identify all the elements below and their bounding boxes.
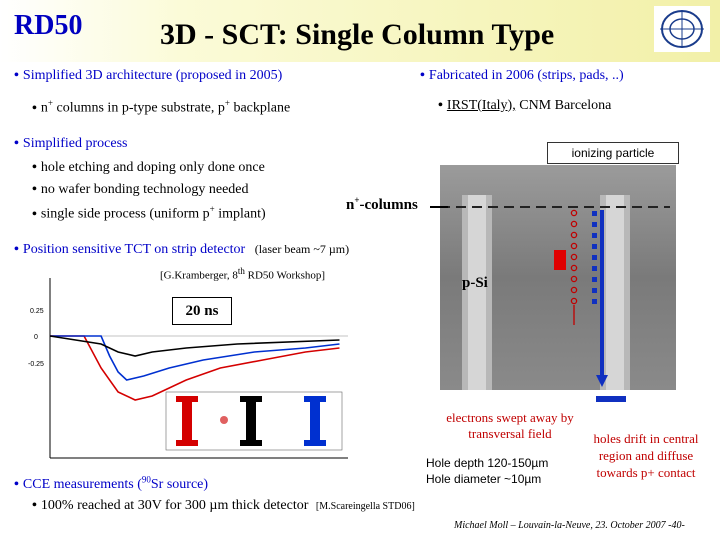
- black-strip-icon: [240, 396, 262, 446]
- ionizing-particle-box: ionizing particle: [547, 142, 679, 164]
- time-scale-box: 20 ns: [172, 297, 232, 325]
- column-diagram: [440, 195, 670, 390]
- y-tick-label-3: -0.25: [28, 361, 44, 368]
- tct-reference: [G.Kramberger, 8th RD50 Workshop]: [160, 266, 326, 282]
- n-columns-arrow: [430, 206, 448, 208]
- hole-depth-line: Hole depth 120-150µm: [426, 456, 549, 470]
- sub-bullet-cce-100: •100% reached at 30V for 300 µm thick de…: [32, 498, 415, 513]
- series-line-red: [50, 335, 340, 401]
- sub-bullet-no-bonding: •no wafer bonding technology needed: [32, 182, 249, 197]
- sub-bullet-hole-etching: •hole etching and doping only done once: [32, 160, 265, 175]
- blue-strip-icon: [304, 396, 326, 446]
- series-line-blue: [50, 335, 340, 381]
- hole-dots: [592, 211, 597, 304]
- sub-bullet-irst-cnm: •IRST(Italy), CNM Barcelona: [438, 98, 612, 113]
- bullet-cce: •CCE measurements (90Sr source): [14, 474, 209, 492]
- bullet-simplified-3d: •Simplified 3D architecture (proposed in…: [14, 68, 283, 83]
- bullet-position-tct: •Position sensitive TCT on strip detecto…: [14, 242, 350, 257]
- chart-series-group: [49, 335, 340, 401]
- holes-text: holes drift in central region and diffus…: [593, 431, 699, 480]
- bullet-fabricated-2006: •Fabricated in 2006 (strips, pads, ..): [420, 68, 624, 83]
- laser-spot-icon: [220, 416, 228, 424]
- sem-image: [440, 165, 676, 390]
- footer-credit: Michael Moll – Louvain-la-Neuve, 23. Oct…: [454, 520, 685, 531]
- hole-diameter-line: Hole diameter ~10µm: [426, 472, 542, 486]
- p-contact-bar: [596, 396, 626, 402]
- strip-diagram-inset: [165, 391, 343, 451]
- electron-dots: [570, 209, 578, 305]
- series-line-black: [49, 335, 340, 357]
- page-title: 3D - SCT: Single Column Type: [160, 18, 555, 51]
- p-si-label: p-Si: [462, 275, 488, 291]
- n-columns-label: n+-columns: [346, 195, 418, 213]
- red-strip-icon: [176, 396, 198, 446]
- hole-dimensions: Hole depth 120-150µm Hole diameter ~10µm: [426, 455, 548, 487]
- rd50-label: RD50: [14, 10, 83, 41]
- tct-chart: 0.25 0 -0.25: [28, 278, 348, 459]
- cern-logo: [654, 6, 710, 52]
- header-band: RD50 3D - SCT: Single Column Type: [0, 0, 720, 62]
- electrons-text: electrons swept away by transversal fiel…: [446, 410, 574, 441]
- y-tick-label-1: 0.25: [30, 308, 44, 315]
- bullet-simplified-process: •Simplified process: [14, 136, 128, 151]
- sub-bullet-single-side: •single side process (uniform p+ implant…: [32, 204, 266, 222]
- y-tick-label-2: 0: [34, 334, 38, 341]
- sub-bullet-n-columns: •n+ columns in p-type substrate, p+ back…: [32, 98, 291, 116]
- laser-red-block: [554, 250, 566, 270]
